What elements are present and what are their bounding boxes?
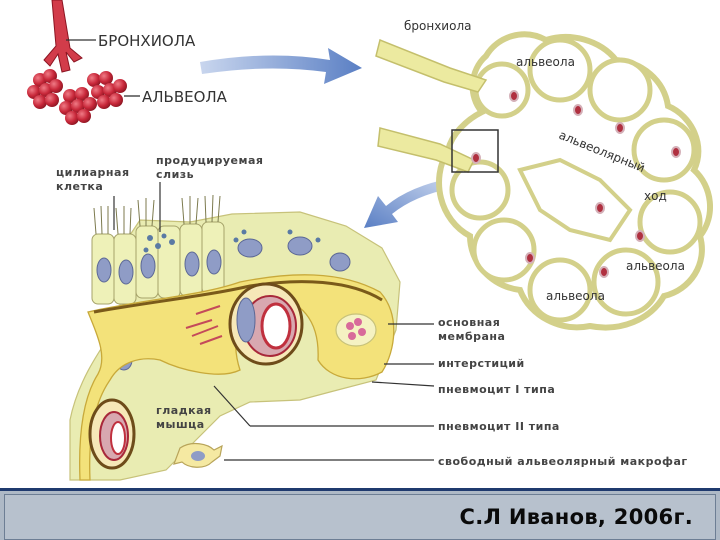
label-smooth-muscle-line-1: гладкая (156, 404, 212, 417)
epithelium-cross-section (69, 194, 401, 481)
label-smooth-muscle-line-2: мышца (156, 418, 205, 431)
bronchiole-cluster-illustration (27, 0, 140, 125)
zoom-box (451, 129, 499, 173)
label-membrane-line-2: мембрана (438, 330, 505, 343)
bronchiole-tube-top (375, 38, 488, 93)
label-pneumocyte-1: пневмоцит I типа (438, 383, 555, 396)
label-alveola-top: АЛЬВЕОЛА (142, 88, 228, 106)
cilia (93, 194, 221, 235)
label-alveola-1: альвеола (516, 55, 575, 69)
label-interstitium: интерстиций (438, 357, 525, 370)
callout-lines (113, 182, 435, 461)
mucus-droplets (143, 229, 321, 253)
membrane-line (93, 280, 383, 314)
pneumocyte-ii-cell (335, 313, 377, 347)
label-bronchiole-top: БРОНХИОЛА (98, 32, 196, 50)
arrow-right-icon (200, 48, 362, 84)
label-bronchiole-small: бронхиола (404, 19, 471, 33)
label-alveola-2: альвеола (626, 259, 685, 273)
smooth-muscle (185, 305, 223, 345)
label-alveolar-duct-line-2: ход (644, 189, 667, 203)
alveoli-cluster (27, 69, 127, 125)
macrophage-icon (173, 442, 223, 468)
label-alveola-3: альвеола (546, 289, 605, 303)
label-membrane-line-1: основная (438, 316, 500, 329)
label-mucus-line-2: слизь (156, 168, 194, 181)
arrow-down-left-icon (364, 178, 452, 228)
footer-bar: С.Л Иванов, 2006г. (0, 488, 720, 540)
capillary-dots (471, 90, 681, 278)
label-mucus-line-1: продуцируемая (156, 154, 263, 167)
footer-panel: С.Л Иванов, 2006г. (4, 494, 716, 540)
label-ciliary-cell-line-1: цилиарная (56, 166, 130, 179)
alveolar-sac-illustration (375, 31, 714, 331)
author-credit: С.Л Иванов, 2006г. (459, 505, 693, 529)
label-pneumocyte-2: пневмоцит II типа (438, 420, 560, 433)
label-ciliary-cell-line-2: клетка (56, 180, 103, 193)
label-macrophage: свободный альвеолярный макрофаг (438, 455, 688, 468)
